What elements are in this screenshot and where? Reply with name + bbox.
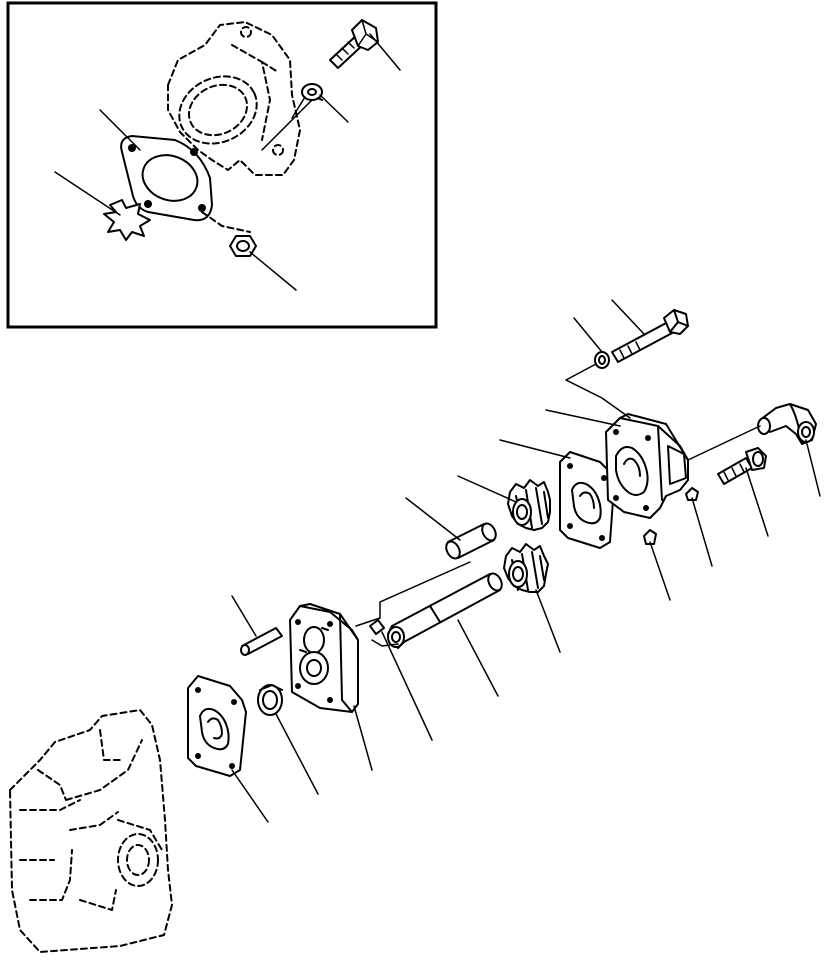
leader-lines	[231, 299, 821, 823]
rear-gasket	[559, 451, 615, 549]
inset-dashed-housing	[167, 21, 301, 176]
inset-detail	[6, 1, 438, 329]
front-pump-body	[289, 603, 359, 713]
plug-side	[685, 487, 699, 501]
dowel-pin-left	[240, 627, 283, 656]
dowel-pin-small	[369, 619, 385, 635]
lower-gear	[503, 543, 549, 593]
dashed-drive-housing	[9, 709, 173, 953]
elbow-fitting	[757, 403, 817, 445]
inset-gasket	[120, 135, 213, 222]
cover-bolt	[611, 309, 689, 363]
inset-coupling	[103, 199, 151, 241]
upper-gear	[507, 479, 551, 531]
oil-seal	[257, 684, 283, 716]
inset-frame	[6, 1, 438, 329]
plug-lower	[643, 529, 657, 545]
inset-nut	[229, 235, 257, 257]
front-gasket	[187, 675, 247, 777]
inset-leader-lines	[54, 33, 401, 291]
drive-shaft	[387, 572, 503, 649]
driven-shaft	[445, 522, 497, 560]
alignment-lines	[355, 363, 761, 647]
cover-bolt-washer	[594, 351, 610, 369]
straight-connector	[717, 447, 767, 485]
rear-pump-cover	[605, 413, 689, 519]
